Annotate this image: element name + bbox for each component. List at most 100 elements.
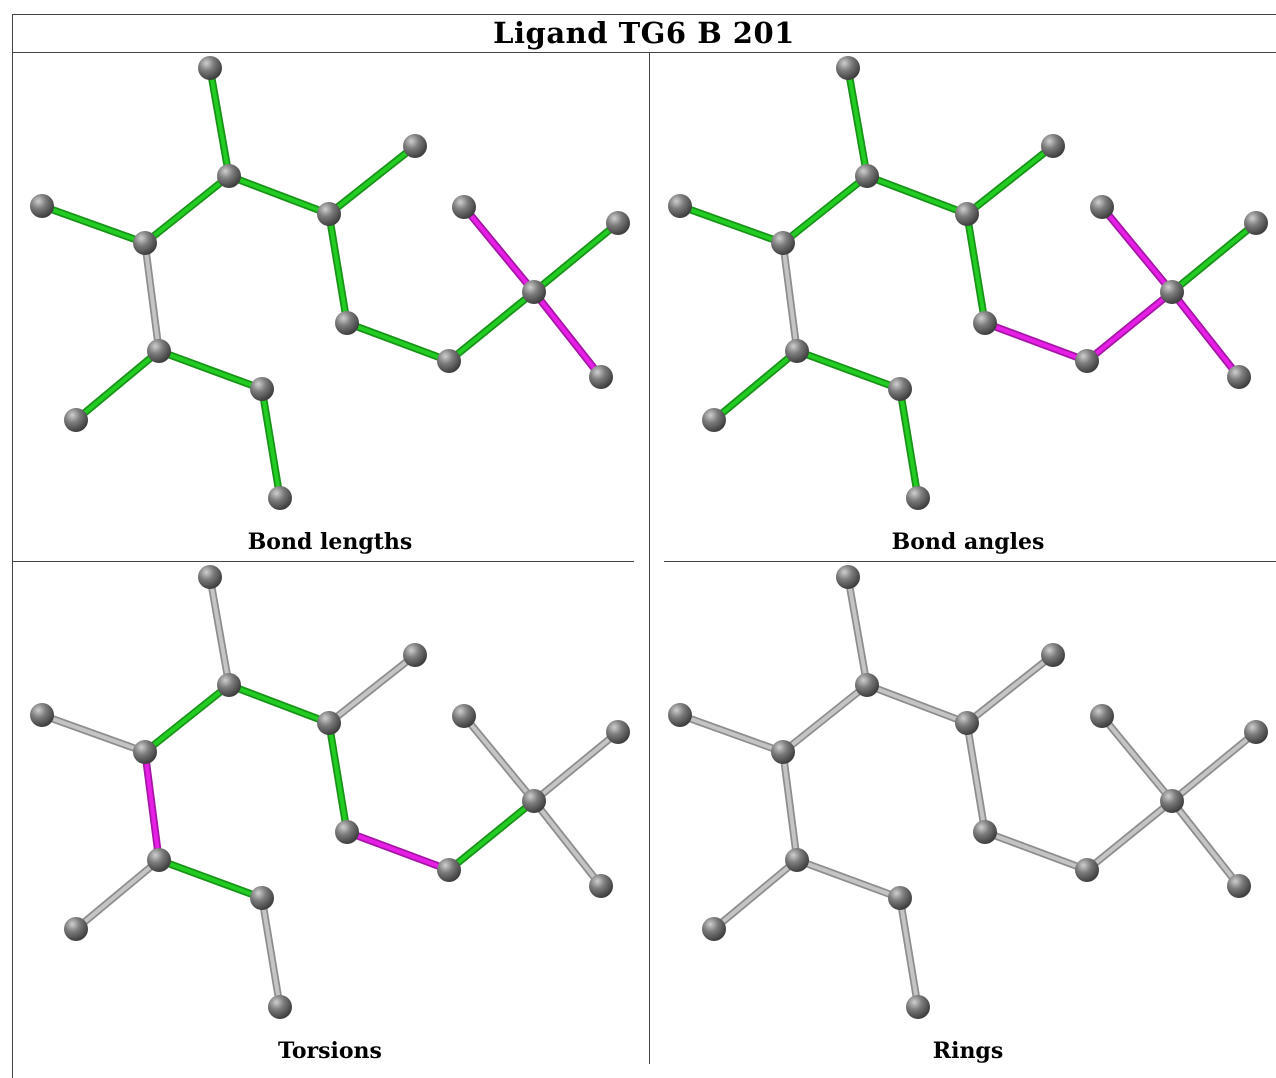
bond-1-2 [863, 681, 971, 727]
bond-12-15 [530, 797, 605, 890]
bond-1-2 [863, 172, 971, 218]
atom-15 [589, 365, 613, 389]
bond-5-6 [779, 748, 801, 864]
bond-4-5 [38, 202, 149, 247]
atom-7 [702, 917, 726, 941]
bond-12-15 [1168, 797, 1243, 890]
atom-1 [217, 673, 241, 697]
atom-14 [1090, 195, 1114, 219]
row-divider-left [12, 561, 634, 562]
bond-12-13 [530, 219, 622, 296]
caption-rings: Rings [932, 1038, 1004, 1064]
bond-11-12 [445, 288, 538, 365]
atom-14 [452, 704, 476, 728]
bond-12-13 [530, 728, 622, 805]
bond-11-12 [445, 797, 538, 874]
atom-9 [906, 486, 930, 510]
bond-10-11 [343, 828, 453, 874]
atom-13 [606, 720, 630, 744]
atom-2 [955, 202, 979, 226]
bond-6-7 [710, 856, 801, 933]
atom-10 [335, 820, 359, 844]
panel-rings: Rings [650, 562, 1276, 1070]
bond-6-8 [793, 856, 904, 902]
bond-12-15 [1168, 288, 1243, 381]
bond-1-5 [779, 681, 871, 756]
atom-8 [888, 886, 912, 910]
atom-11 [1075, 858, 1099, 882]
bond-2-10 [963, 210, 989, 327]
bond-8-9 [258, 894, 284, 1011]
bond-12-15 [530, 288, 605, 381]
bond-0-1 [844, 64, 871, 180]
caption-torsions: Torsions [278, 1038, 382, 1064]
atom-4 [668, 194, 692, 218]
atom-2 [317, 202, 341, 226]
bond-0-1 [206, 573, 233, 689]
bond-8-9 [896, 385, 922, 502]
bond-2-3 [963, 651, 1057, 727]
table-frame [12, 14, 1276, 1078]
bond-8-9 [896, 894, 922, 1011]
bond-5-6 [779, 239, 801, 355]
bond-6-7 [710, 347, 801, 424]
atom-4 [30, 703, 54, 727]
atom-11 [1075, 349, 1099, 373]
atom-3 [1041, 643, 1065, 667]
bond-2-10 [963, 719, 989, 836]
atom-1 [855, 164, 879, 188]
atom-10 [335, 311, 359, 335]
atom-0 [198, 56, 222, 80]
atom-2 [955, 711, 979, 735]
bond-8-9 [258, 385, 284, 502]
atom-9 [906, 995, 930, 1019]
panel-torsions: Torsions [12, 562, 648, 1070]
atom-2 [317, 711, 341, 735]
atom-14 [452, 195, 476, 219]
atom-10 [973, 820, 997, 844]
atom-0 [836, 56, 860, 80]
panel-bond-angles: Bond angles [650, 53, 1276, 561]
bond-0-1 [844, 573, 871, 689]
bond-1-5 [141, 681, 233, 756]
atom-13 [1244, 211, 1268, 235]
atom-7 [64, 917, 88, 941]
bond-5-6 [141, 239, 163, 355]
bond-6-7 [72, 856, 163, 933]
atom-10 [973, 311, 997, 335]
atom-12 [1160, 280, 1184, 304]
bond-1-2 [225, 681, 333, 727]
bond-11-12 [1083, 288, 1176, 365]
molecule-bond-angles [668, 56, 1268, 510]
atom-8 [250, 886, 274, 910]
bond-12-14 [1098, 712, 1176, 805]
bond-1-5 [141, 172, 233, 247]
bond-4-5 [676, 202, 787, 247]
panel-bond-lengths: Bond lengths [12, 53, 648, 561]
atom-15 [1227, 874, 1251, 898]
atom-14 [1090, 704, 1114, 728]
bond-11-12 [1083, 797, 1176, 874]
atom-6 [785, 848, 809, 872]
bond-10-11 [343, 319, 453, 365]
atom-3 [403, 134, 427, 158]
atom-7 [702, 408, 726, 432]
molecule-torsions [30, 565, 630, 1019]
page-title: Ligand TG6 B 201 [493, 16, 795, 50]
atom-0 [198, 565, 222, 589]
caption-bond-angles: Bond angles [891, 529, 1045, 555]
bond-1-5 [779, 172, 871, 247]
atom-13 [1244, 720, 1268, 744]
atom-4 [668, 703, 692, 727]
atom-15 [1227, 365, 1251, 389]
bond-12-13 [1168, 219, 1260, 296]
atom-11 [437, 858, 461, 882]
atom-5 [133, 231, 157, 255]
bond-2-10 [325, 719, 351, 836]
bond-2-3 [963, 142, 1057, 218]
atom-13 [606, 211, 630, 235]
atom-5 [133, 740, 157, 764]
molecule-rings [668, 565, 1268, 1019]
atom-7 [64, 408, 88, 432]
bond-12-13 [1168, 728, 1260, 805]
